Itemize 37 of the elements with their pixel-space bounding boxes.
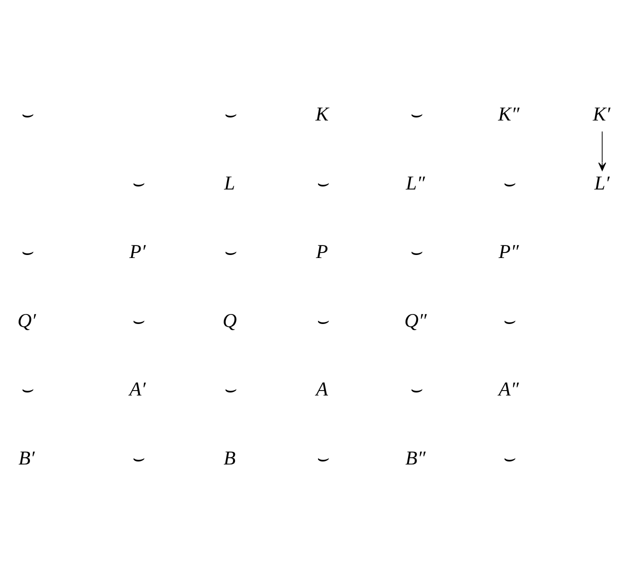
label: ⌣ [315,310,328,332]
label: K″ [498,104,520,126]
label: Q″ [404,310,427,332]
node-text: K′ [592,104,610,126]
label: A″ [498,380,519,401]
label: ⌣ [408,242,422,264]
label: ⌣ [502,448,516,470]
label: ⌣ [20,380,33,401]
label: L [224,173,236,194]
label: ⌣ [130,173,144,194]
label: ⌣ [502,173,516,194]
label: K [315,104,329,126]
label: A′ [129,380,146,401]
label: ⌣ [502,310,516,332]
label: P [316,242,328,264]
label: ⌣ [20,104,33,126]
label: ⌣ [408,380,422,401]
label: Q′ [17,310,36,332]
node-text: L′ [594,173,610,194]
label: B″ [405,448,426,470]
label: ⌣ [20,242,33,264]
label: ⌣ [223,242,236,264]
label: P′ [129,242,146,264]
arrow [598,131,606,171]
label: B [224,448,236,470]
label: P″ [498,242,519,264]
label: ⌣ [130,310,144,332]
label: ⌣ [223,104,236,126]
label: ⌣ [315,448,328,470]
label: B′ [18,448,35,470]
label: L″ [406,173,425,194]
label: A [316,380,328,401]
label: ⌣ [315,173,328,194]
label: ⌣ [223,380,236,401]
label: ⌣ [408,104,422,126]
label: Q [222,310,237,332]
label: ⌣ [130,448,144,470]
